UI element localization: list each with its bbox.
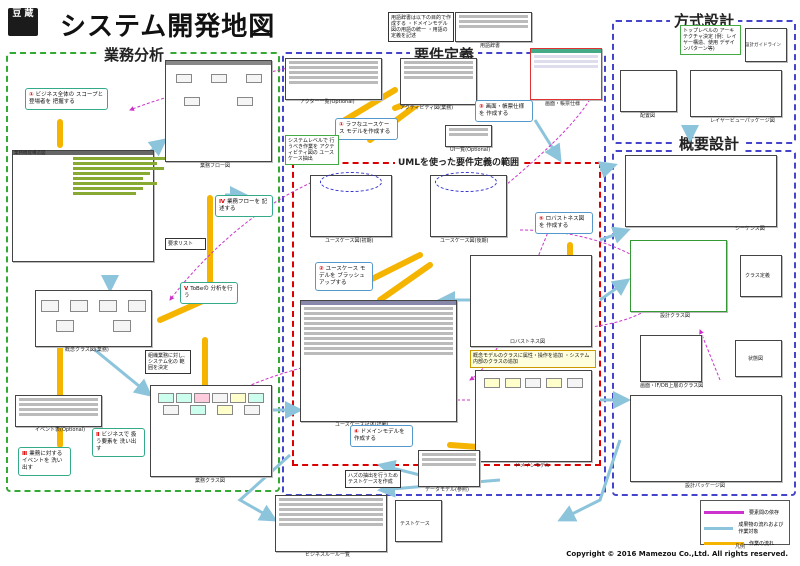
business-function-chart bbox=[12, 150, 171, 262]
screen-spec bbox=[530, 48, 602, 100]
interface-class-diagram bbox=[640, 335, 702, 382]
business-rules-list bbox=[275, 495, 387, 552]
robustness-diagram bbox=[470, 255, 592, 347]
activity-diagram bbox=[400, 58, 477, 105]
layer-package-diagram bbox=[690, 70, 782, 117]
data-model-caption: データモデル(参照) bbox=[425, 487, 469, 493]
screen-spec-caption: 画面・帳票仕様 bbox=[545, 101, 581, 107]
design-package-diagram bbox=[630, 395, 782, 482]
domain-model-note: 概念モデルのクラスに属性・操作を追加 ・システム内部のクラスの追加 bbox=[470, 350, 596, 368]
sequence-caption: シーケンス図 bbox=[735, 226, 765, 232]
architecture-decision-note: トップレベルの アーキテクチャ決定 (例：レイヤー構造、使用 デザインパターン等… bbox=[680, 25, 741, 55]
concept-class-caption: 概念クラス図(業務) bbox=[65, 347, 109, 353]
deployment-diagram bbox=[620, 70, 677, 112]
state-diagram-caption: 状態図 bbox=[748, 356, 764, 362]
legend-item-dependency: 要素間の依存 bbox=[704, 509, 786, 516]
copyright: Copyright © 2016 Mamezou Co.,Ltd. All ri… bbox=[566, 550, 788, 558]
usecase-diagram2-caption: ユースケース図(後期) bbox=[440, 238, 489, 244]
review-note: 組織業務に対し、 システム化の 範囲を決定 bbox=[145, 350, 191, 374]
glossary-caption: 用語辞書 bbox=[480, 43, 501, 49]
sequence-diagram bbox=[625, 155, 777, 227]
phase-business-analysis-label: 業務分析 bbox=[100, 44, 169, 65]
ui-list-caption: UI一覧(Optional) bbox=[450, 147, 491, 153]
business-class-caption: 業務クラス図 bbox=[195, 478, 225, 484]
test-case-note: ハズの抽出を行うため テストケースを作成 bbox=[345, 470, 401, 488]
page-title: システム開発地図 bbox=[60, 12, 276, 42]
event-table bbox=[15, 395, 102, 427]
business-flow-caption: 業務フロー図 bbox=[200, 163, 231, 169]
design-guideline-doc bbox=[745, 28, 787, 62]
business-class-diagram bbox=[150, 385, 272, 477]
usecase-ellipse-group-2 bbox=[435, 172, 497, 192]
business-rules-caption: ビジネスルール一覧 bbox=[305, 552, 351, 558]
event-table-caption: イベント表(Optional) bbox=[35, 427, 86, 433]
requirement-list-note: 要求リスト bbox=[165, 238, 206, 250]
uml-scope-label: UMLを使った要件定義の範囲 bbox=[395, 155, 522, 168]
layer-package-caption: レイヤービューパッケージ図 bbox=[710, 118, 775, 124]
business-flow-diagram bbox=[165, 60, 272, 162]
robustness-caption: ロバストネス図 bbox=[510, 339, 546, 345]
activity-diagram-caption: アクティビティ図(業務) bbox=[400, 105, 454, 111]
mamezou-logo: 豆 蔵 bbox=[8, 8, 38, 36]
actor-list-caption: アクター一覧(Optional) bbox=[300, 99, 355, 105]
deployment-caption: 配置図 bbox=[640, 113, 656, 119]
usecase-diagram-caption: ユースケース図(初期) bbox=[325, 238, 374, 244]
design-guideline-caption: 設計ガイドライン bbox=[745, 43, 781, 48]
legend-item-work-flow: 作業の流れ bbox=[704, 540, 786, 547]
class-definition-doc bbox=[740, 255, 782, 297]
domain-model-caption: ドメインモデル bbox=[515, 463, 551, 469]
glossary bbox=[455, 12, 532, 42]
domain-model bbox=[475, 370, 592, 462]
usecase-description bbox=[300, 300, 457, 422]
ui-list bbox=[445, 125, 492, 147]
glossary-purpose-note: 用語辞書は以下の目的で作成する ・ドメインモデル図の用語の統一 ・用語の定義を記… bbox=[388, 12, 454, 42]
concept-class-diagram-business bbox=[35, 290, 152, 347]
legend: 要素間の依存 成果物の流れおよび作業対象 作業の流れ bbox=[700, 500, 790, 547]
legend-item-artifact-flow: 成果物の流れおよび作業対象 bbox=[704, 521, 786, 535]
business-function-chart-caption: 業務機能構造図 bbox=[14, 151, 46, 156]
test-case-doc bbox=[395, 500, 442, 542]
legend-title: 凡例 bbox=[735, 544, 746, 550]
design-class-caption: 設計クラス図 bbox=[660, 313, 690, 319]
data-model-chart bbox=[418, 450, 480, 487]
actor-list bbox=[285, 58, 382, 100]
state-diagram bbox=[735, 340, 782, 377]
usecase-ellipse-group bbox=[320, 172, 382, 192]
design-class-diagram bbox=[630, 240, 727, 312]
activity-extraction-note: システムレベルで 行うべき作業を アクティビティ図の ユースケース抽出 bbox=[285, 135, 339, 165]
interface-class-caption: 画面・IF/DB上層のクラス図 bbox=[640, 383, 704, 389]
class-definition-caption: クラス定義 bbox=[745, 273, 770, 279]
test-case-caption: テストケース bbox=[400, 521, 430, 527]
design-package-caption: 設計パッケージ図 bbox=[685, 483, 725, 489]
